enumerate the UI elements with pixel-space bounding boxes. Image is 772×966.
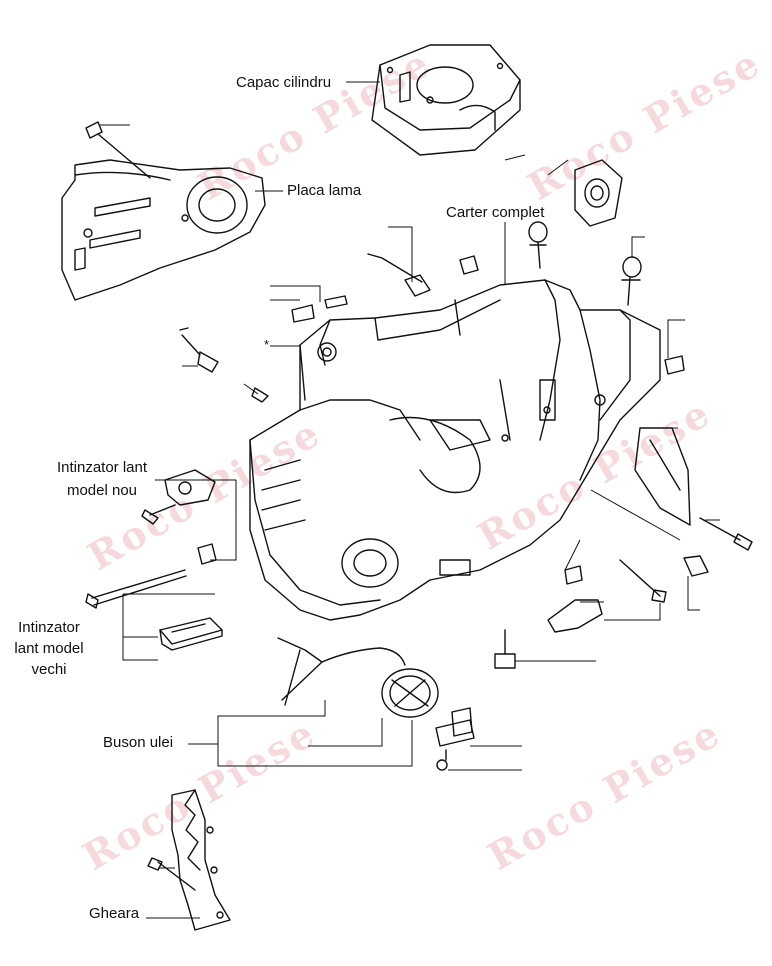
valve-part-right	[621, 256, 642, 306]
tensioner-long-screw	[85, 543, 217, 609]
oil-filter-part	[435, 707, 475, 771]
side-cover-part	[634, 427, 691, 526]
chain-tensioner-old-part	[159, 617, 223, 651]
label-buson-ulei: Buson ulei	[103, 734, 174, 751]
screw-center-right	[619, 559, 667, 603]
bolt-with-sleeve	[367, 253, 431, 297]
asterisk-marker: *	[264, 337, 270, 352]
screw-bottom	[494, 629, 516, 669]
clip-part	[459, 255, 479, 275]
boot-part	[574, 159, 623, 227]
screw-right	[699, 517, 753, 551]
clip-right-top	[664, 355, 685, 375]
tensioner-screw-part	[179, 327, 219, 373]
bracket-right	[547, 599, 603, 633]
label-line: Intinzator lant	[56, 459, 148, 476]
oil-cap-part	[277, 637, 439, 718]
bar-plate-screw	[85, 121, 151, 179]
label-line: vechi	[31, 661, 67, 678]
valve-part-left	[528, 221, 548, 269]
label-placa-lama: Placa lama	[287, 182, 362, 199]
label-intinzator-lant-model-vechi: Intinzator lant model vechi	[2, 618, 96, 679]
claw-part	[147, 789, 231, 931]
crankcase-part	[249, 279, 661, 621]
spring-part	[291, 295, 348, 323]
label-line: model nou	[66, 482, 138, 499]
label-line: lant model	[14, 640, 84, 657]
small-pin-part	[251, 387, 269, 403]
chain-tensioner-new-part	[141, 469, 216, 525]
label-line: Intinzator	[18, 619, 80, 636]
nut-right	[683, 555, 709, 577]
bar-plate-part	[61, 159, 266, 301]
label-capac-cilindru: Capac cilindru	[236, 74, 332, 91]
cylinder-cover-part	[371, 44, 521, 156]
label-carter-complet: Carter complet	[446, 204, 545, 221]
label-gheara: Gheara	[89, 905, 140, 922]
label-intinzator-lant-model-nou: Intinzator lant model nou	[44, 458, 160, 500]
clip-right-mid	[564, 565, 583, 585]
